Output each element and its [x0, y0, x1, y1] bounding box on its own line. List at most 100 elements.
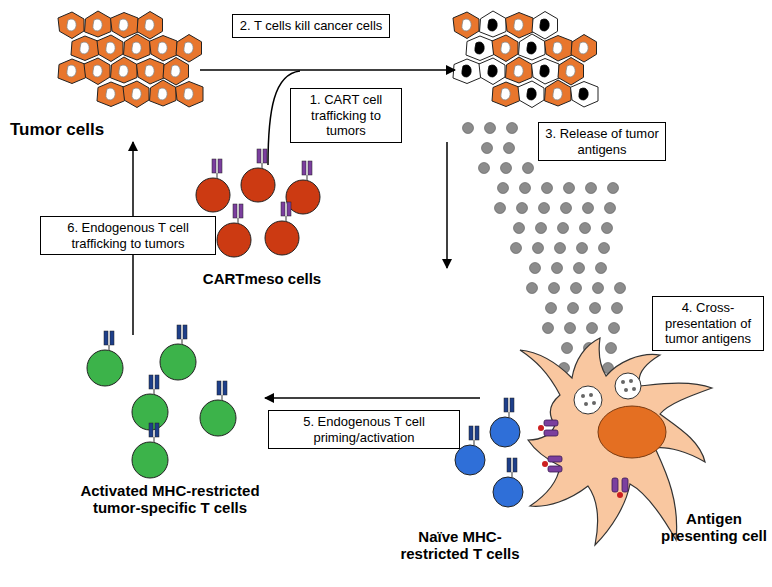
receptor: [183, 325, 187, 339]
tumor-cell: [519, 34, 546, 60]
antigen-dot: [612, 303, 623, 314]
antigen-dot: [586, 183, 597, 194]
antigen-dot: [514, 223, 525, 234]
tumor-cell: [163, 58, 189, 86]
nucleus: [93, 65, 102, 77]
antigen-dot: [520, 183, 531, 194]
antigen-dot: [463, 123, 474, 134]
antigen-dot: [542, 183, 553, 194]
figure-label: Tumor cells: [10, 120, 120, 140]
cell: [241, 168, 275, 202]
tumor-cell: [571, 35, 597, 63]
receptor-stem: [216, 173, 218, 178]
antigen-dot: [596, 263, 607, 274]
tumor-cell: [532, 12, 558, 40]
nucleus: [184, 88, 193, 100]
tumor-cell: [506, 57, 533, 83]
antigen-dot: [587, 323, 598, 334]
step-box: 3. Release of tumor antigens: [538, 122, 666, 161]
tumor-cell: [492, 35, 518, 62]
antigen-dot: [574, 263, 585, 274]
receptor-stem: [181, 339, 183, 344]
nucleus: [119, 65, 128, 77]
antigen-dot: [517, 203, 528, 214]
receptor: [475, 426, 479, 440]
nucleus: [93, 19, 102, 31]
antigen-dot: [568, 303, 579, 314]
antigen-dot: [606, 343, 617, 354]
tumor-cell: [111, 13, 139, 39]
tumor-cell: [84, 58, 110, 85]
tumor-cell: [111, 57, 138, 83]
receptor-stem: [108, 345, 110, 350]
antigen-dot: [482, 143, 493, 154]
tumor-cell: [506, 13, 534, 39]
activated-t-cells: [87, 325, 236, 478]
antigen-dot: [479, 163, 490, 174]
receptor-stem: [473, 440, 475, 445]
antigen-dot: [485, 123, 496, 134]
antigen-dot: [539, 203, 550, 214]
step-text: 1. CART cell trafficking to tumors: [296, 92, 396, 139]
antigen-dot: [593, 283, 604, 294]
antigen-dot: [564, 183, 575, 194]
antigen-dot: [565, 323, 576, 334]
antigen-dot: [590, 303, 601, 314]
antigen-dot: [558, 223, 569, 234]
step-box: 6. Endogenous T cell trafficking to tumo…: [40, 216, 216, 255]
nucleus: [132, 88, 141, 100]
step-text: 6. Endogenous T cell trafficking to tumo…: [46, 220, 210, 251]
cell: [196, 178, 230, 212]
antigen-dot: [555, 243, 566, 254]
cell: [265, 221, 299, 255]
antigen-dot: [552, 263, 563, 274]
tumor-cell: [479, 58, 505, 85]
antigen-dot: [605, 203, 616, 214]
receptor-stem: [285, 216, 287, 221]
receptor: [212, 159, 216, 173]
tumor-cell: [453, 59, 481, 84]
nucleus: [184, 42, 193, 54]
nucleus: [488, 19, 497, 31]
nucleus: [132, 42, 141, 54]
receptor: [149, 375, 153, 389]
antigen-dot: [504, 143, 515, 154]
nucleus: [462, 19, 471, 31]
tumor-cell: [558, 58, 584, 86]
step-text: 4. Cross-presentation of tumor antigens: [658, 300, 758, 347]
nucleus: [106, 42, 115, 54]
antigen-dot: [580, 223, 591, 234]
receptor-stem: [511, 472, 513, 477]
nucleus: [514, 19, 523, 31]
tumor-cells: [58, 11, 203, 108]
tumor-cell: [97, 82, 125, 107]
tumor-cell: [124, 34, 151, 60]
tumor-cell: [466, 36, 494, 61]
antigen-dot: [511, 243, 522, 254]
receptor: [308, 161, 312, 175]
naive-t-cells: [455, 398, 523, 507]
figure-label: Activated MHC-restricted tumor-specific …: [70, 482, 270, 517]
nucleus: [158, 88, 167, 100]
step-text: 5. Endogenous T cell priming/activation: [274, 414, 454, 445]
receptor-stem: [261, 163, 263, 168]
tumor-cell: [176, 35, 202, 63]
receptor: [177, 325, 181, 339]
tumor-cell: [492, 82, 520, 107]
antigen-dot: [577, 243, 588, 254]
receptor: [510, 398, 514, 412]
tumor-cell: [571, 82, 599, 108]
tumor-cell: [532, 59, 560, 85]
nucleus: [514, 65, 523, 77]
nucleus: [566, 65, 575, 77]
receptor: [233, 204, 237, 218]
tumor-cell: [97, 35, 123, 62]
killed-tumor-cells: [453, 11, 598, 108]
antigen-dot: [530, 263, 541, 274]
receptor: [469, 426, 473, 440]
antigen-presenting-cell: [520, 338, 712, 545]
nucleus: [119, 19, 128, 31]
cell: [493, 477, 523, 507]
cell: [160, 344, 196, 380]
antigen-dot: [498, 183, 509, 194]
